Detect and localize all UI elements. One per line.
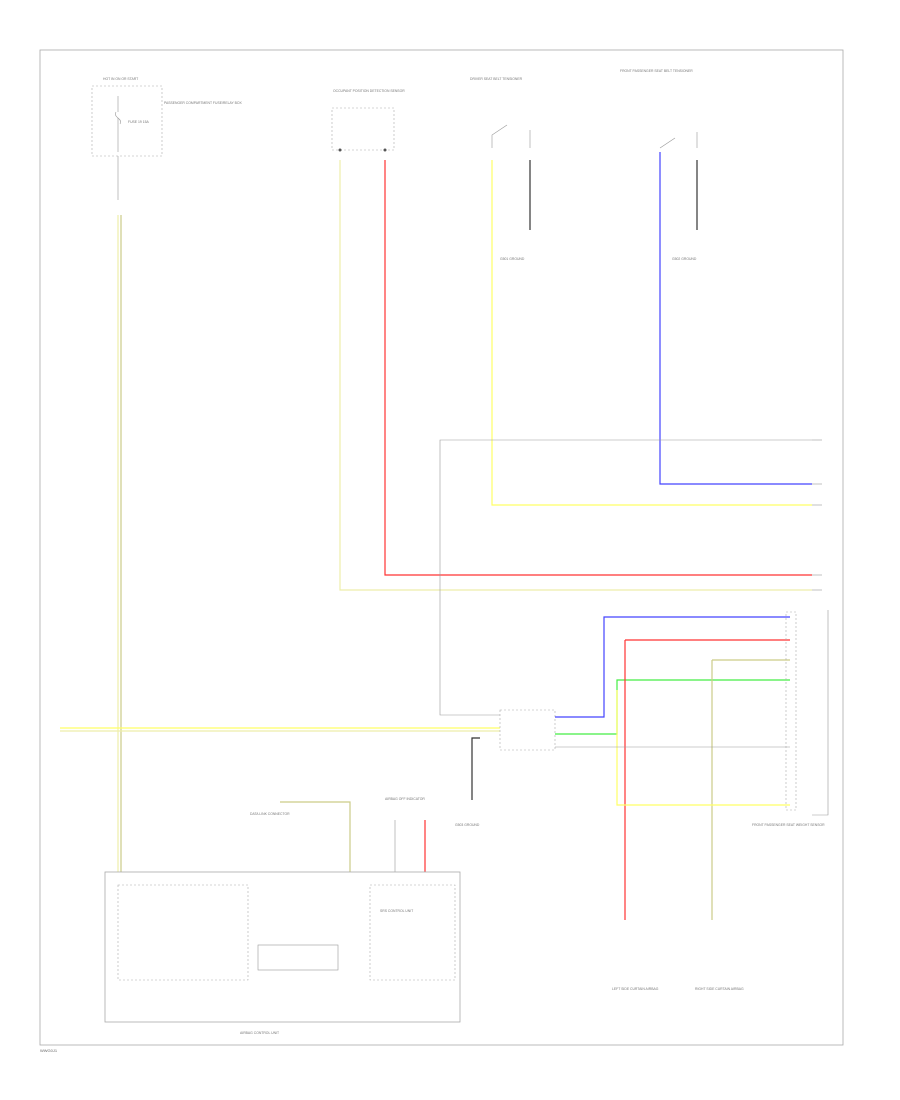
ground-1-label: G501 GROUND	[500, 257, 525, 261]
ground-2-label: G502 GROUND	[672, 257, 697, 261]
conn-olive-wire	[280, 801, 351, 872]
ground-3-label: G503 GROUND	[455, 823, 480, 827]
fuse-top-label: HOT IN ON OR START	[103, 77, 138, 81]
fuse-number-label: FUSE 19 15A	[128, 120, 149, 124]
passenger-belt-blue-wire	[659, 152, 812, 485]
acu-inner-right	[369, 884, 456, 981]
sensor-red-wire	[384, 160, 812, 576]
acu-label: AIRBAG CONTROL UNIT	[240, 1031, 279, 1035]
acu-outline	[104, 871, 461, 1023]
airbag-control-unit: AIRBAG CONTROL UNIT SRS CONTROL UNIT	[104, 871, 461, 1035]
fuse-box-outline	[91, 85, 163, 157]
acu-module	[257, 944, 339, 971]
central-connector-outline	[499, 709, 556, 751]
right-side-airbag-label: RIGHT SIDE CURTAIN AIRBAG	[695, 987, 744, 991]
sensor-label: OCCUPANT POSITION DETECTION SENSOR	[333, 89, 405, 93]
srs-ground-wire	[471, 737, 480, 800]
right-curtain-airbag: RIGHT SIDE CURTAIN AIRBAG	[695, 987, 744, 991]
driver-belt-switch-icon	[491, 124, 531, 148]
driver-belt-label: DRIVER SEAT BELT TENSIONER	[470, 77, 523, 81]
fuse-box-label: PASSENGER COMPARTMENT FUSE/RELAY BOX	[164, 101, 243, 105]
driver-belt-yellow-wire	[491, 160, 812, 506]
page-label: WWG0J1	[40, 1048, 58, 1053]
sensor-pin-right-icon	[383, 148, 387, 152]
passenger-belt-switch-icon	[659, 132, 698, 149]
blue-branch-wire	[555, 616, 790, 718]
left-curtain-airbag: LEFT SIDE CURTAIN AIRBAG	[612, 987, 659, 991]
red-branch-wire	[624, 639, 790, 920]
driver-belt-block: DRIVER SEAT BELT TENSIONER	[470, 77, 531, 148]
diagram-frame	[39, 49, 844, 1046]
right-connector-ticks	[812, 439, 822, 591]
conn-label: DATA LINK CONNECTOR	[250, 812, 290, 816]
gray-signal-wire	[439, 439, 812, 716]
occupant-sensor-block: OCCUPANT POSITION DETECTION SENSOR	[331, 89, 405, 152]
fuse-box-block: HOT IN ON OR START PASSENGER COMPARTMENT…	[91, 77, 243, 200]
sensor-outline	[331, 107, 395, 151]
sensor-pin-left-icon	[338, 148, 342, 152]
left-side-airbag-label: LEFT SIDE CURTAIN AIRBAG	[612, 987, 659, 991]
olive-branch-wire	[711, 659, 790, 920]
acu-inner-left	[117, 884, 249, 981]
front-pass-unit-label: FRONT PASSENGER SEAT WEIGHT SENSOR	[752, 823, 825, 827]
sensor-yellow-wire	[339, 160, 812, 591]
srs-unit-label: SRS CONTROL UNIT	[380, 909, 413, 913]
passenger-belt-block: FRONT PASSENGER SEAT BELT TENSIONER	[620, 69, 698, 149]
green-branch-wire	[555, 679, 790, 735]
passenger-belt-label: FRONT PASSENGER SEAT BELT TENSIONER	[620, 69, 693, 73]
front-pass-connector	[785, 610, 829, 816]
yellow-return-wire	[616, 690, 790, 806]
led-label: AIRBAG OFF INDICATOR	[385, 797, 425, 801]
central-connector	[499, 709, 556, 751]
fuse-element-icon	[115, 111, 121, 125]
